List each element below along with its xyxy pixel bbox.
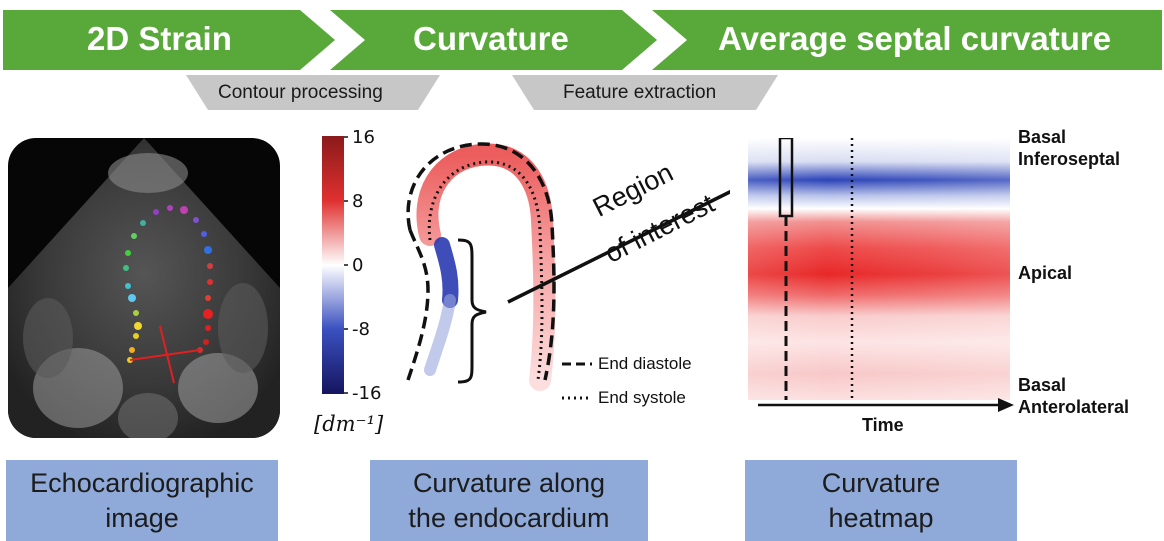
caption-echocardiographic-image: Echocardiographic image [6, 460, 278, 541]
stage-label-strain: 2D Strain [87, 20, 232, 57]
step-tab-contour [186, 75, 440, 110]
colorbar [322, 136, 348, 394]
colorbar-tick: 0 [352, 255, 364, 276]
step-tab-feature [512, 75, 778, 110]
stage-chevron-curvature [330, 10, 657, 70]
contour-dots [123, 205, 213, 363]
step-label-contour: Contour processing [218, 82, 383, 103]
caption-line: Curvature [821, 467, 941, 498]
label-line: Anterolateral [1018, 397, 1130, 417]
time-axis-label: Time [862, 415, 904, 435]
colorbar-tick: 8 [352, 191, 364, 212]
label-line: Inferoseptal [1018, 149, 1121, 169]
caption-line: Echocardiographic [30, 467, 254, 498]
time-axis-arrow [758, 398, 1014, 412]
colorbar-unit: [dm⁻¹] [314, 412, 384, 436]
contour-legend-keys [562, 362, 592, 400]
curvature-heatmap [748, 138, 1010, 400]
stage-label-average: Average septal curvature [718, 20, 1112, 57]
colorbar-tick: 16 [352, 127, 375, 148]
caption-line: the endocardium [408, 502, 610, 533]
label-line: Basal [1018, 375, 1067, 395]
echocardiographic-image [8, 138, 280, 438]
stage-label-curvature: Curvature [413, 20, 569, 57]
pipeline-banner [3, 10, 1162, 110]
stage-chevron-strain [3, 10, 335, 70]
legend-end-systole: End systole [598, 388, 686, 407]
label-line: Basal [1018, 127, 1067, 147]
caption-line: Curvature along [412, 467, 606, 498]
colorbar-tick: -16 [352, 383, 382, 404]
legend-end-diastole: End diastole [598, 354, 692, 373]
heatmap-label-basal-inferoseptal: Basal Inferoseptal [1018, 126, 1120, 170]
step-label-feature: Feature extraction [563, 82, 717, 103]
mitral-annulus-lines [129, 325, 201, 384]
caption-line: heatmap [828, 502, 934, 533]
curvature-contour [406, 142, 730, 391]
caption-curvature-endocardium: Curvature along the endocardium [370, 460, 648, 541]
colorbar-tick: -8 [352, 319, 370, 340]
heatmap-label-basal-anterolateral: Basal Anterolateral [1018, 374, 1129, 418]
caption-line: image [105, 502, 179, 533]
stage-chevron-average [652, 10, 1162, 70]
heatmap-label-apical: Apical [1018, 263, 1073, 283]
caption-curvature-heatmap: Curvature heatmap [745, 460, 1017, 541]
